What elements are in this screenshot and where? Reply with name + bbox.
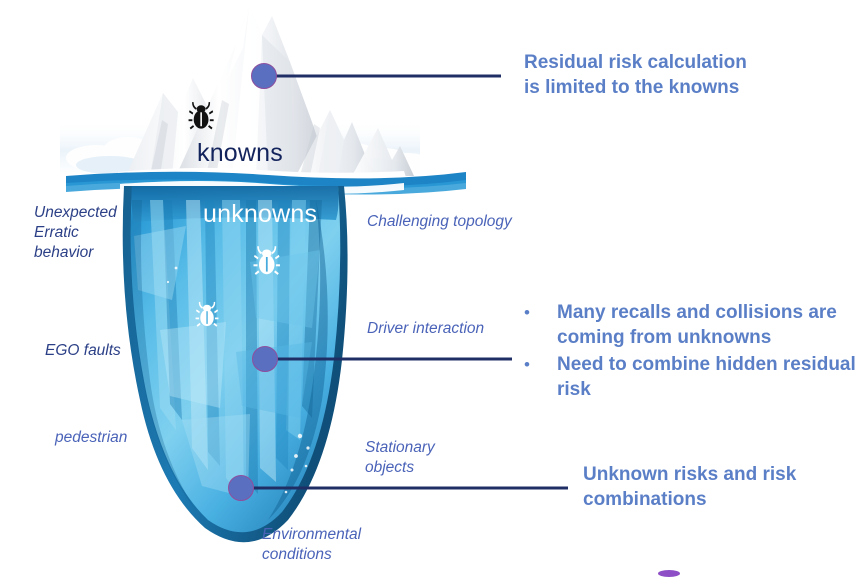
label-challenging-topology: Challenging topology	[367, 213, 512, 230]
decorative-ellipse	[658, 570, 680, 577]
iceberg-below-water	[122, 186, 348, 543]
bug-icon	[188, 102, 214, 130]
connector-dot	[228, 475, 254, 501]
bullet-marker: •	[524, 355, 530, 374]
label-stationary-objects: Stationary objects	[365, 439, 435, 476]
bullet-item: • Many recalls and collisions are coming…	[519, 300, 863, 350]
connector-dot	[252, 346, 278, 372]
bug-icon	[253, 246, 280, 275]
label-pedestrian: pedestrian	[55, 429, 128, 446]
bullet-text: Need to combine hidden residual risk	[557, 354, 856, 400]
connector-line	[273, 357, 512, 361]
connector-dot	[251, 63, 277, 89]
bullet-text: Many recalls and collisions are coming f…	[557, 302, 837, 348]
label-driver-interaction: Driver interaction	[367, 320, 485, 337]
connector-unknowns-mid	[252, 346, 512, 372]
connector-unknowns-bottom	[228, 475, 568, 501]
connector-line	[272, 74, 501, 78]
knowns-label: knowns	[197, 139, 283, 167]
label-ego-faults: EGO faults	[45, 342, 121, 359]
callout-bullet-list: • Many recalls and collisions are coming…	[519, 300, 863, 404]
bug-icon	[195, 301, 219, 327]
callout-unknown-risks: Unknown risks and risk combinations	[583, 464, 797, 510]
label-environmental-conditions: Environmental conditions	[262, 526, 362, 563]
connector-knowns	[251, 63, 501, 89]
connector-line	[249, 486, 568, 490]
unknowns-label: unknowns	[203, 200, 318, 228]
callout-residual-risk: Residual risk calculation is limited to …	[524, 52, 747, 98]
bullet-item: • Need to combine hidden residual risk	[519, 352, 863, 402]
label-unexpected-erratic-behavior: Unexpected Erratic behavior	[34, 204, 117, 261]
bullet-marker: •	[524, 303, 530, 322]
